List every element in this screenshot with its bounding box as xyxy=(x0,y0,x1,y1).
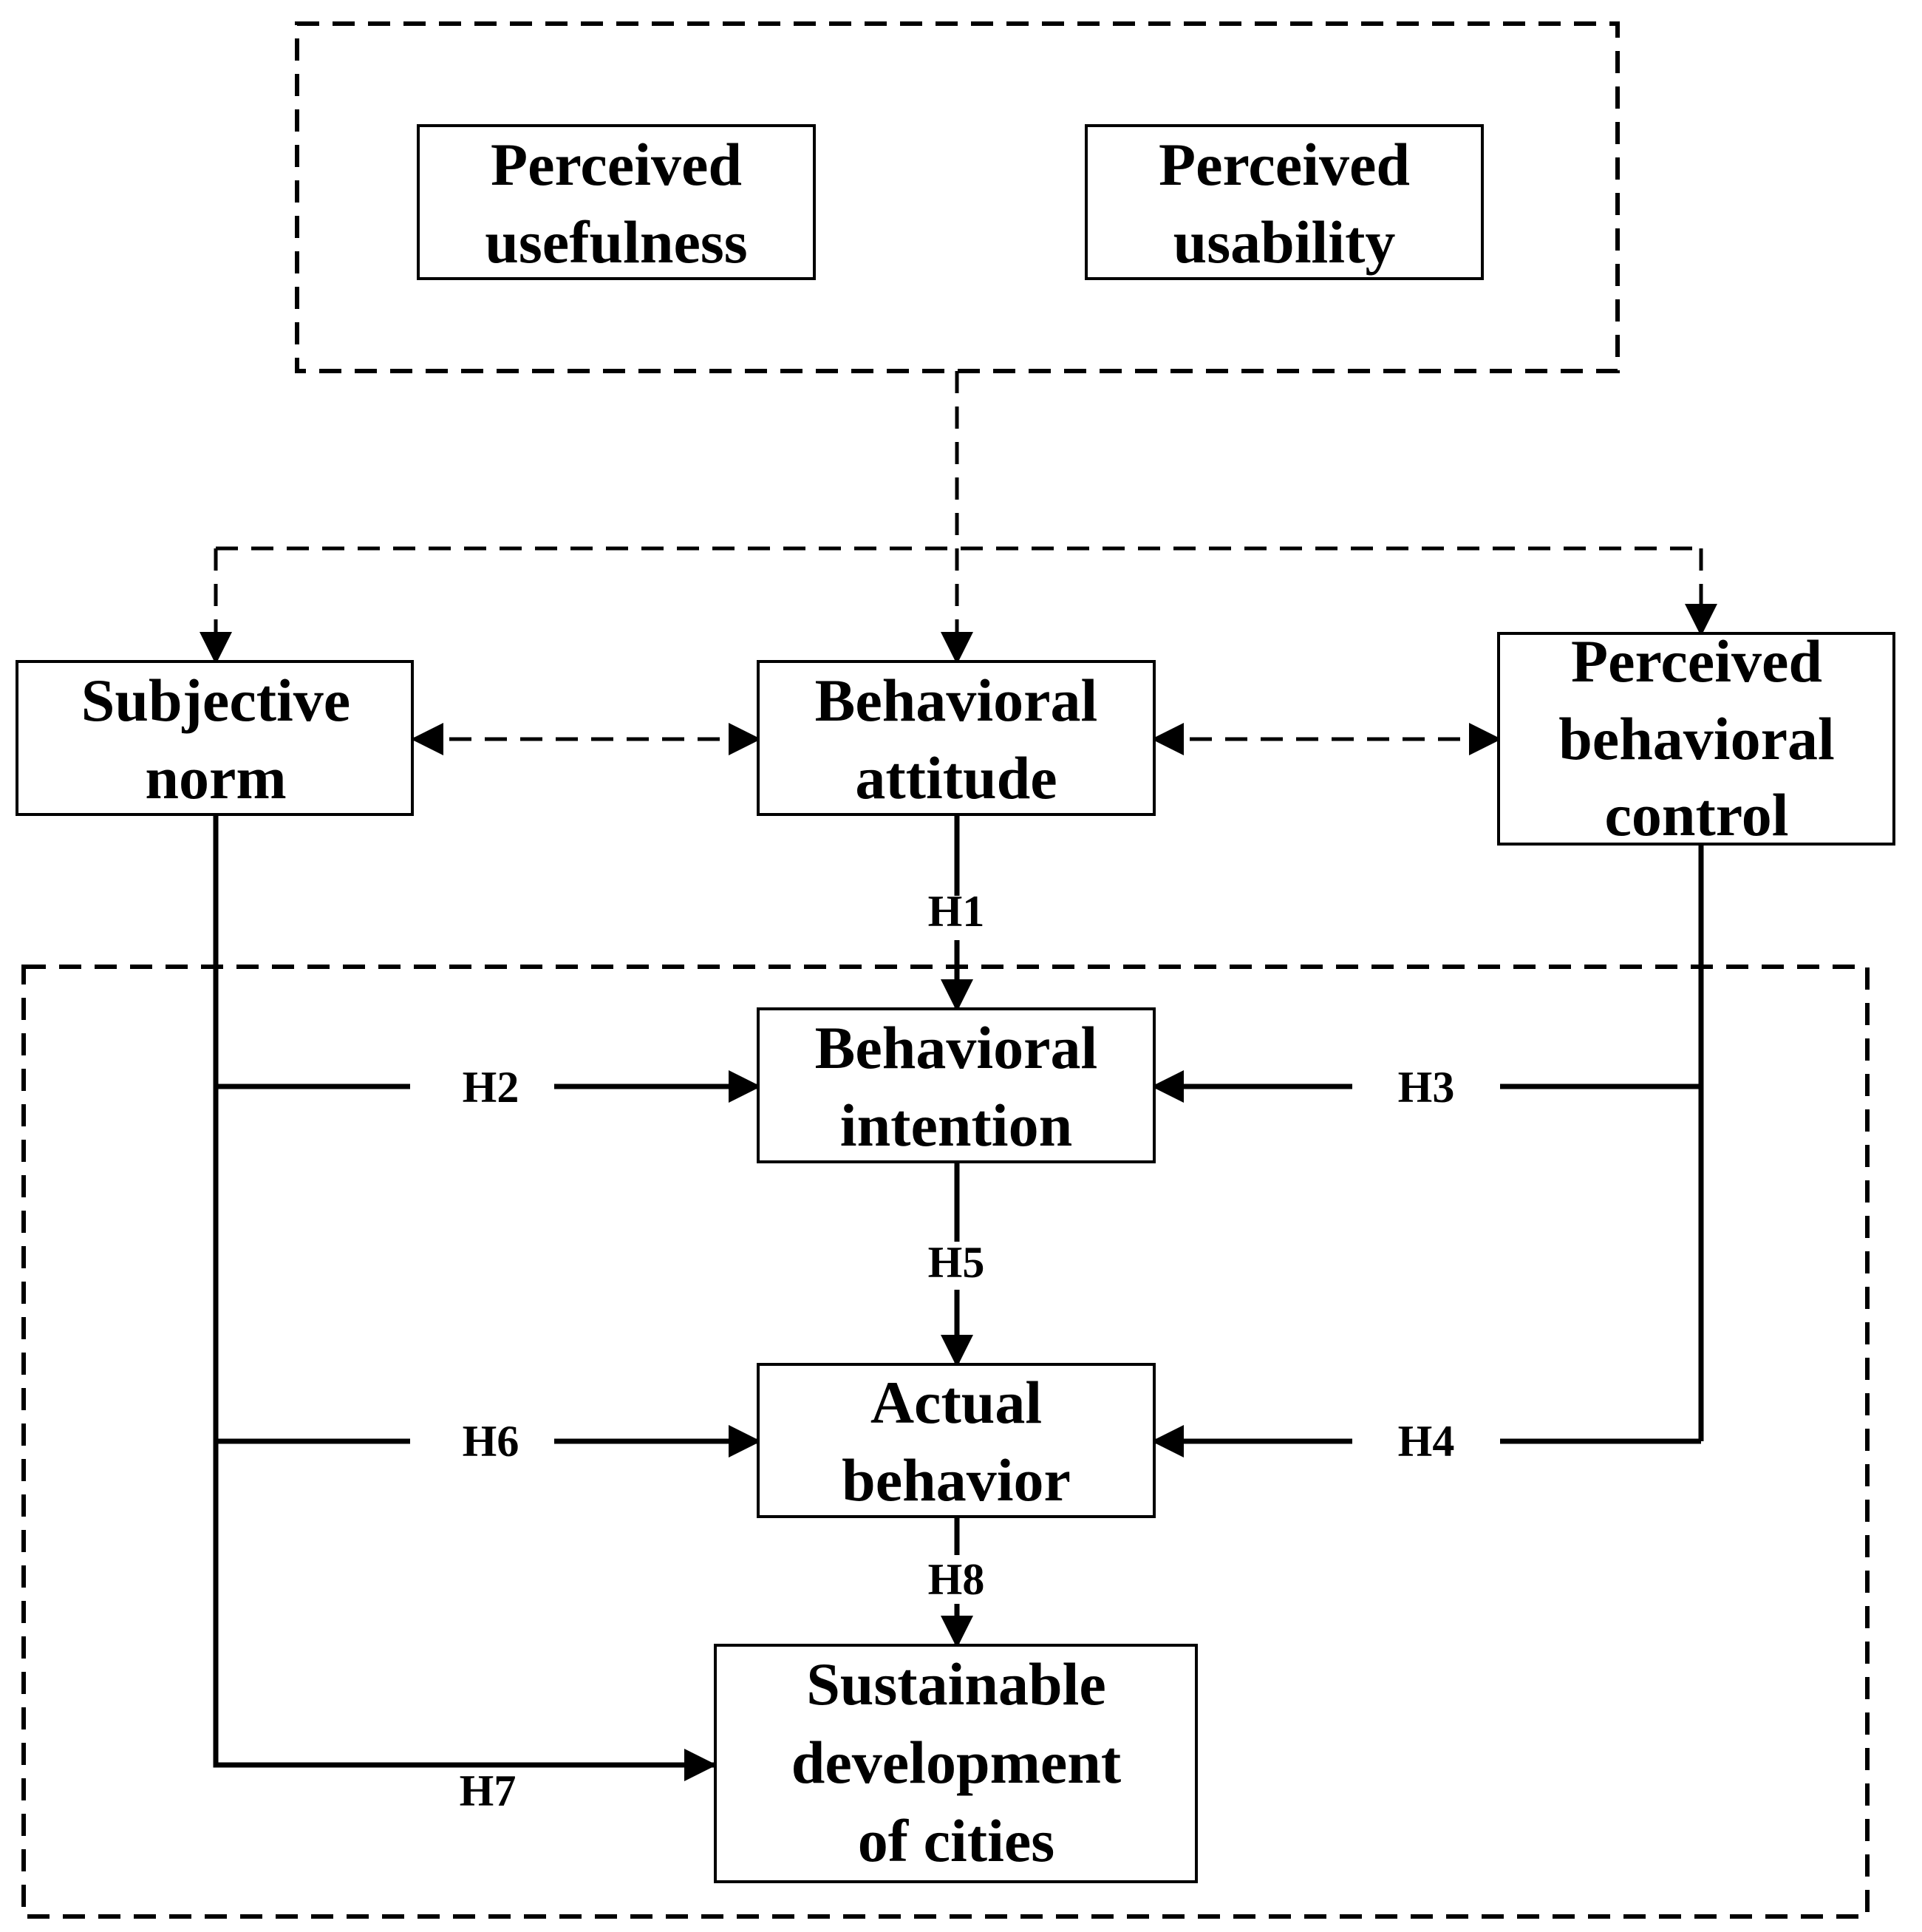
sustainable-development-line2: development xyxy=(791,1729,1121,1796)
behavioral-attitude-line2: attitude xyxy=(855,744,1057,812)
actual-behavior-line1: Actual xyxy=(870,1369,1042,1436)
solid-connectors xyxy=(213,816,1704,1781)
hypothesis-h5-label: H5 xyxy=(928,1238,985,1287)
hypothesis-h3-label: H3 xyxy=(1398,1063,1455,1112)
sustainable-development-box xyxy=(714,1644,1198,1883)
behavior-outcomes-frame xyxy=(21,965,1870,1919)
perception-factors-frame xyxy=(295,21,1620,373)
node-perceived-usability: Perceived usability xyxy=(1085,124,1484,280)
sustainable-development-line3: of cities xyxy=(858,1807,1054,1874)
node-sustainable-development: Sustainable development of cities xyxy=(714,1644,1198,1883)
perceived-usability-line2: usability xyxy=(1173,208,1396,276)
actual-behavior-line2: behavior xyxy=(842,1446,1071,1514)
hypothesis-h7-label: H7 xyxy=(460,1766,517,1815)
perceived-usability-line1: Perceived xyxy=(1159,131,1410,198)
perceived-usefulness-box xyxy=(417,124,816,280)
actual-behavior-box xyxy=(757,1363,1156,1518)
node-actual-behavior: Actual behavior xyxy=(757,1363,1156,1518)
hypothesis-h4-label: H4 xyxy=(1398,1417,1455,1466)
hypothesis-h1-label: H1 xyxy=(928,887,985,936)
perceived-usefulness-line1: Perceived xyxy=(491,131,742,198)
hypothesis-h8-label: H8 xyxy=(928,1555,985,1604)
behavioral-intention-line2: intention xyxy=(840,1092,1072,1159)
hypothesis-h6-label: H6 xyxy=(463,1417,519,1466)
subjective-norm-trunk-line xyxy=(213,816,717,1781)
perceived-usability-box xyxy=(1085,124,1484,280)
perceived-behavioral-control-line2: behavioral xyxy=(1558,705,1835,772)
subjective-norm-line1: Subjective xyxy=(81,667,350,734)
perceived-behavioral-control-line1: Perceived xyxy=(1571,627,1822,695)
hypothesis-labels: H1 H2 H3 H5 H6 H4 H8 H7 xyxy=(460,887,1455,1815)
node-behavioral-intention: Behavioral intention xyxy=(757,1007,1156,1163)
behavioral-attitude-line1: Behavioral xyxy=(815,667,1098,734)
behavioral-intention-box xyxy=(757,1007,1156,1163)
behavioral-attitude-box xyxy=(757,660,1156,816)
sustainable-development-line1: Sustainable xyxy=(806,1650,1106,1718)
behavioral-intention-line1: Behavioral xyxy=(815,1014,1098,1081)
perceived-behavioral-control-line3: control xyxy=(1604,781,1788,848)
subjective-norm-box xyxy=(16,660,414,816)
node-subjective-norm: Subjective norm xyxy=(16,660,414,816)
node-perceived-usefulness: Perceived usefulness xyxy=(417,124,816,280)
node-perceived-behavioral-control: Perceived behavioral control xyxy=(1497,627,1895,848)
perceived-behavioral-control-box xyxy=(1497,632,1895,846)
dashed-connectors xyxy=(200,371,1717,755)
subjective-norm-line2: norm xyxy=(145,744,286,812)
perceived-usefulness-line2: usefulness xyxy=(485,208,747,276)
hypothesis-h2-label: H2 xyxy=(463,1063,519,1112)
node-behavioral-attitude: Behavioral attitude xyxy=(757,660,1156,816)
